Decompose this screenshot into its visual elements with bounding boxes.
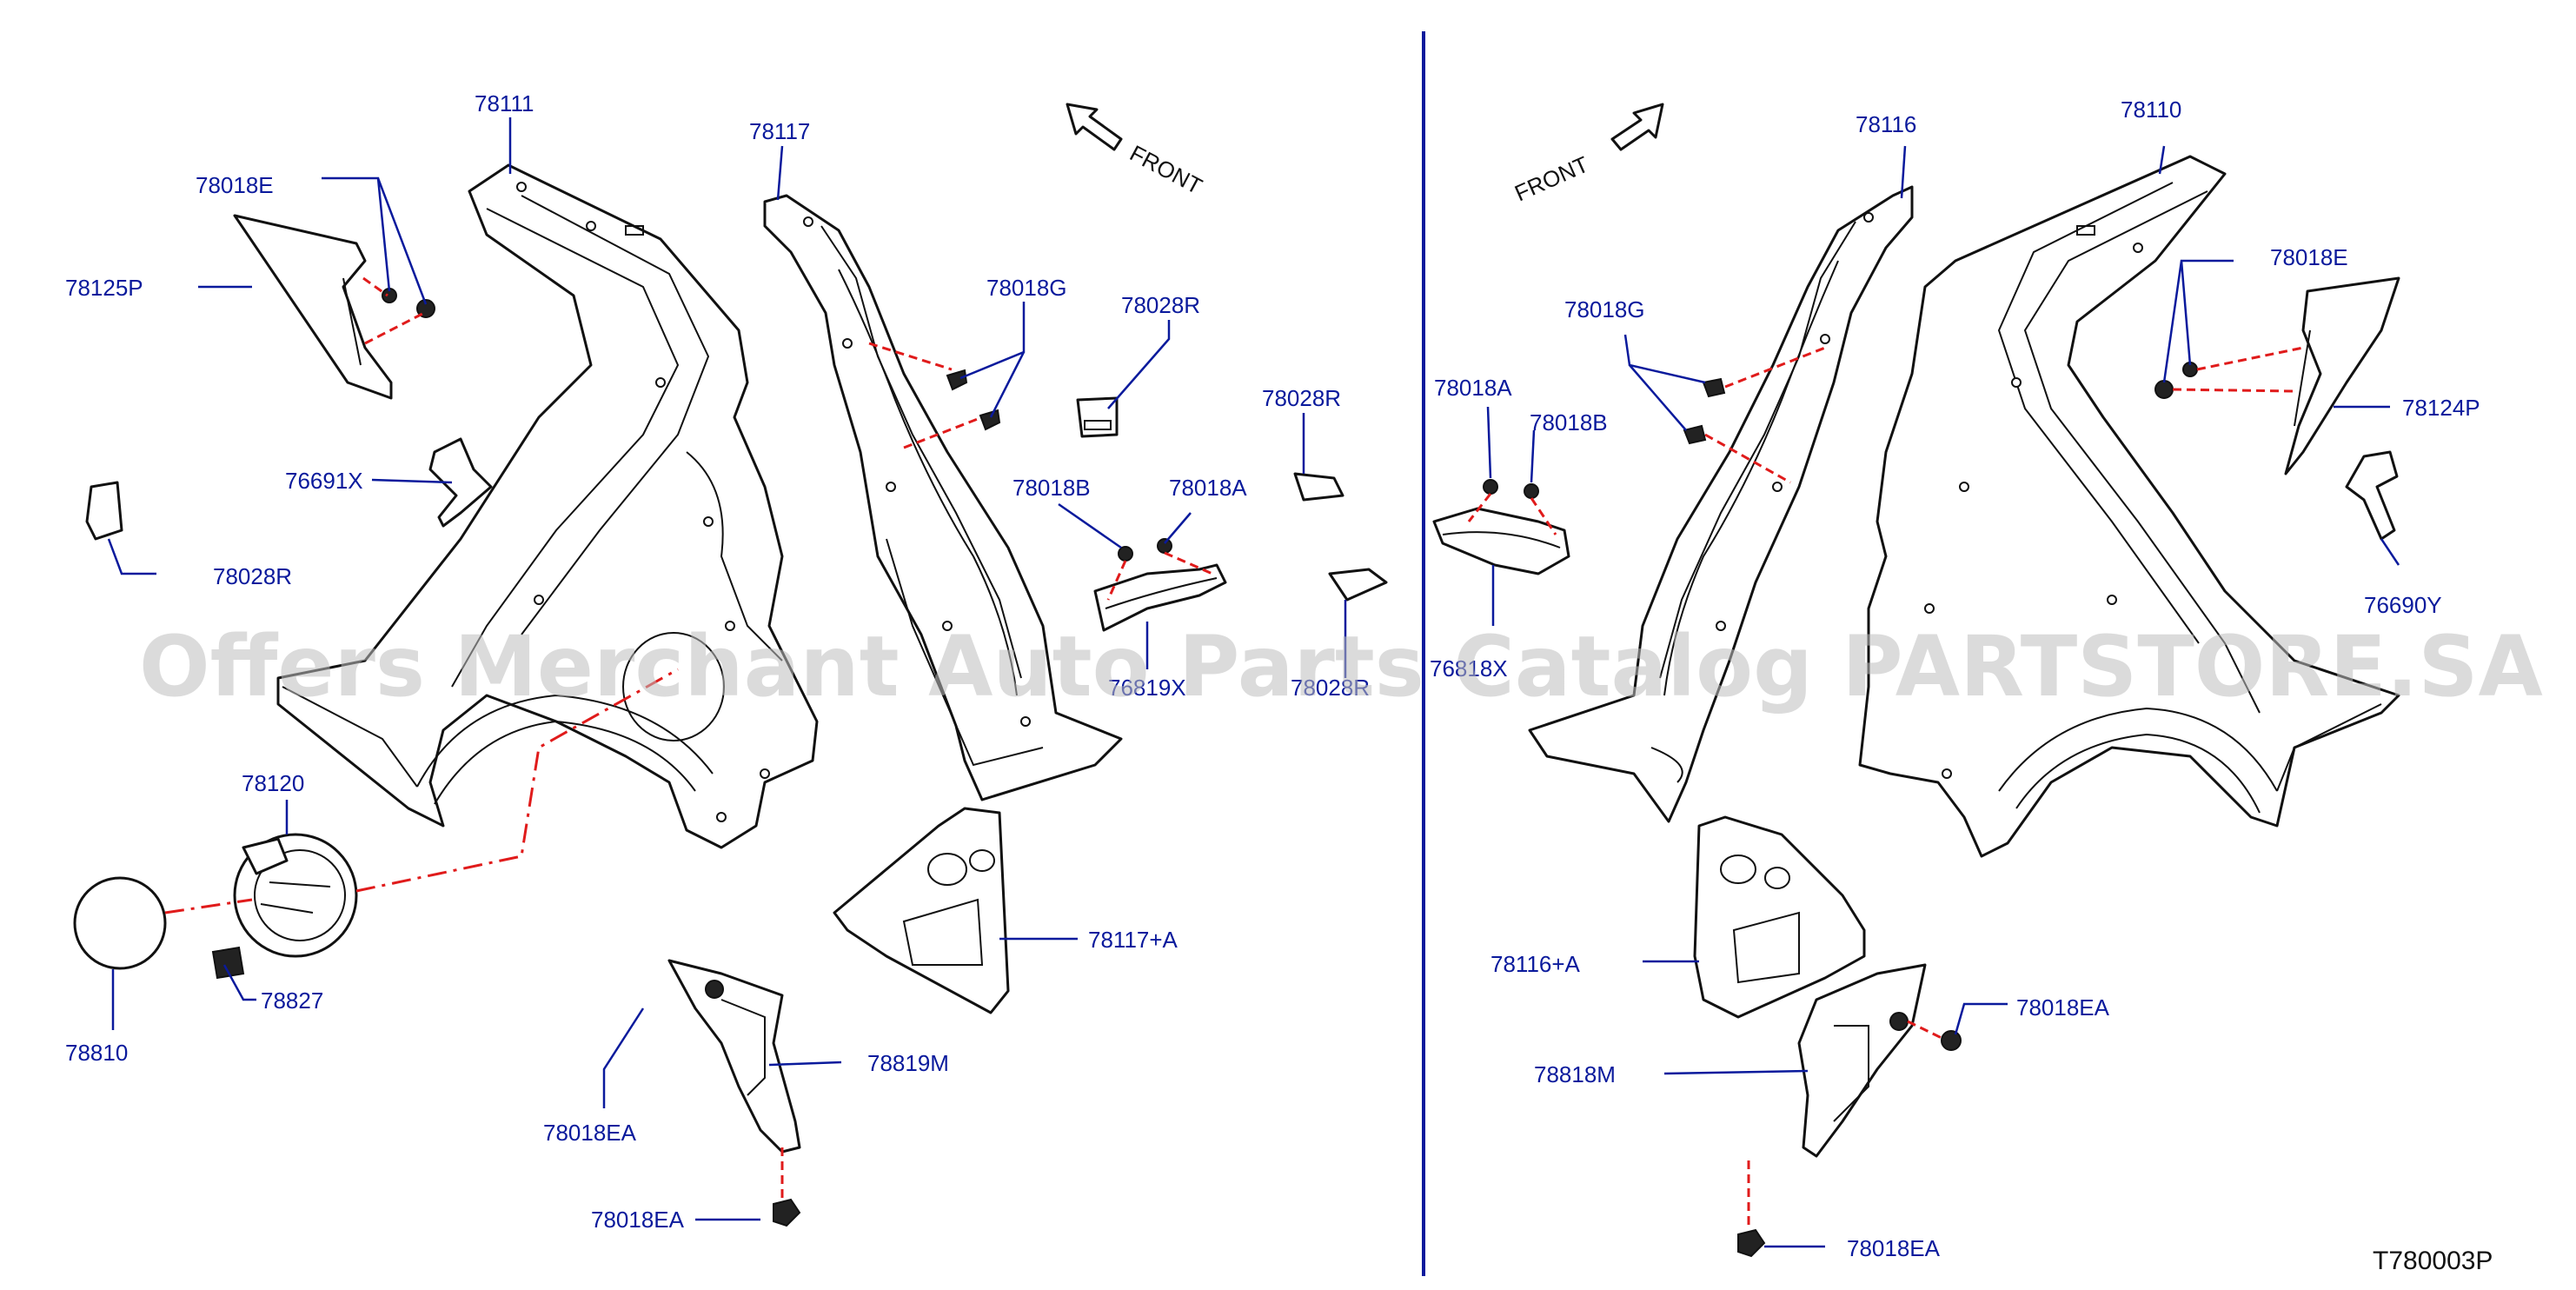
part-labels: 78111 78117 78018E 78125P 78018G 78028R … xyxy=(65,90,2480,1261)
front-arrow-left: FRONT xyxy=(1066,103,1206,200)
clip-78018EA-right-upper xyxy=(1941,1030,1962,1051)
filler-panel-right-78124P xyxy=(2284,276,2400,475)
clips-78018G-right xyxy=(1683,377,1726,445)
leader-lines xyxy=(107,117,2400,1248)
fuel-lid-line xyxy=(164,898,253,914)
inner-panel-right-78116 xyxy=(1528,185,1914,823)
bracket-right-76690Y xyxy=(2345,450,2399,541)
label-78018E-left: 78018E xyxy=(196,172,274,198)
label-78028R-b: 78028R xyxy=(1262,385,1341,411)
label-78018EA-left-2: 78018EA xyxy=(591,1207,685,1233)
label-78018EA-right-2: 78018EA xyxy=(1847,1235,1941,1261)
label-78018EA-left-1: 78018EA xyxy=(543,1120,637,1146)
filler-panel-left-78125P xyxy=(233,214,393,400)
inner-panel-extension-left-78117A xyxy=(833,807,1010,1014)
label-78018A-left: 78018A xyxy=(1169,475,1247,501)
label-76819X: 76819X xyxy=(1108,675,1186,701)
fastener-line-78018EA-right-upper xyxy=(1907,1020,1944,1041)
label-78018G-right: 78018G xyxy=(1564,296,1645,322)
label-78810: 78810 xyxy=(65,1040,128,1066)
label-78125P: 78125P xyxy=(65,275,143,301)
front-label-right: FRONT xyxy=(1510,151,1592,207)
clip-78028R-left xyxy=(85,481,123,541)
clip-78018EA-left-lower xyxy=(773,1198,801,1227)
label-78111: 78111 xyxy=(475,90,534,116)
clips-78018G-left xyxy=(946,369,1001,431)
front-arrow-right: FRONT xyxy=(1510,103,1664,207)
clip-78028R-a xyxy=(1076,396,1119,438)
quarter-panel-left-78111 xyxy=(276,163,819,849)
label-78819M: 78819M xyxy=(867,1050,949,1076)
label-78117A: 78117+A xyxy=(1088,927,1178,953)
clip-78018EA-right-lower xyxy=(1737,1228,1766,1258)
inner-panel-extension-right-78116A xyxy=(1693,815,1866,1019)
label-78117: 78117 xyxy=(749,118,810,144)
label-78120: 78120 xyxy=(242,770,304,796)
clip-78028R-d xyxy=(1328,568,1388,602)
fuel-filler-line xyxy=(355,668,679,893)
fastener-line-78018G-left-a xyxy=(868,342,953,371)
clip-78827 xyxy=(211,946,245,980)
label-78818M: 78818M xyxy=(1534,1061,1616,1087)
label-76818X: 76818X xyxy=(1430,655,1508,682)
label-78028R-a: 78028R xyxy=(1121,292,1200,318)
label-78110: 78110 xyxy=(2121,96,2181,123)
bracket-76819X xyxy=(1093,538,1227,632)
fastener-line-78018E-left xyxy=(362,276,425,345)
inner-panel-left-78117 xyxy=(763,194,1123,801)
fuel-lid-78810 xyxy=(73,876,167,970)
fastener-line-78018G-left-b xyxy=(903,416,983,449)
label-78028R-c: 78028R xyxy=(213,563,292,589)
clip-78018E-right xyxy=(2154,362,2198,399)
watermark-text: Offers Merchant Auto Parts Catalog PARTS… xyxy=(139,618,2543,715)
fastener-line-78018G-right-b xyxy=(1704,433,1791,484)
label-78018E-right: 78018E xyxy=(2270,244,2348,270)
label-78018G-left: 78018G xyxy=(986,275,1067,301)
bracket-right-78818M xyxy=(1797,963,1927,1158)
bracket-left-78819M xyxy=(667,959,801,1154)
label-76691X: 76691X xyxy=(285,468,363,494)
label-76690Y: 76690Y xyxy=(2364,592,2442,618)
front-label-left: FRONT xyxy=(1125,140,1206,200)
bracket-76818X xyxy=(1432,479,1570,575)
label-78018EA-right-1: 78018EA xyxy=(2016,994,2110,1021)
label-78028R-d: 78028R xyxy=(1291,675,1370,701)
label-78018A-right: 78018A xyxy=(1434,375,1512,401)
fuel-filler-base-78120 xyxy=(233,833,358,958)
label-78827: 78827 xyxy=(261,987,323,1014)
fastener-line-76818X xyxy=(1467,493,1557,535)
quarter-panel-right-78110 xyxy=(1858,155,2400,858)
label-78124P: 78124P xyxy=(2402,395,2480,421)
fastener-line-78018G-right-a xyxy=(1724,346,1826,389)
label-78116A: 78116+A xyxy=(1490,951,1581,977)
diagram-code: T780003P xyxy=(2373,1247,2493,1275)
clip-78018E-left xyxy=(382,288,435,318)
label-78116: 78116 xyxy=(1856,111,1916,137)
fastener-line-78018E-right xyxy=(2172,346,2304,393)
label-78018B-left: 78018B xyxy=(1012,475,1091,501)
fastener-line-76819X xyxy=(1106,551,1213,601)
clip-78028R-b xyxy=(1293,472,1344,502)
label-78018B-right: 78018B xyxy=(1530,409,1608,436)
